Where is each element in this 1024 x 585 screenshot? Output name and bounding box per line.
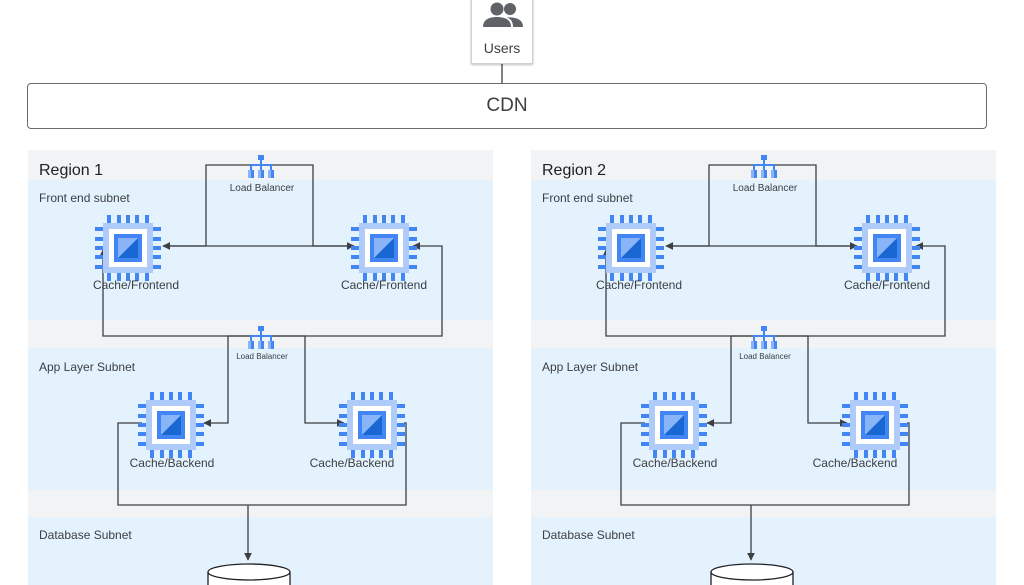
subnet-label-app: App Layer Subnet [39, 360, 136, 374]
compute-engine-icon [641, 392, 707, 458]
cdn-label: CDN [486, 95, 528, 116]
compute-engine-icon [138, 392, 204, 458]
load-balancer-label: Load Balancer [739, 352, 791, 361]
compute-engine-icon [95, 215, 161, 281]
subnet-label-app: App Layer Subnet [542, 360, 639, 374]
users-node: Users [471, 0, 533, 64]
subnet-label-database: Database Subnet [39, 528, 132, 542]
frontend-node-label: Cache/Frontend [843, 278, 931, 292]
compute-engine-icon [854, 215, 920, 281]
compute-engine-icon [339, 392, 405, 458]
subnet-label-database: Database Subnet [542, 528, 635, 542]
users-label: Users [483, 40, 521, 56]
compute-engine-icon [351, 215, 417, 281]
cdn-box: CDN [27, 83, 987, 129]
load-balancer-label: Load Balancer [236, 352, 288, 361]
backend-node-label: Cache/Backend [309, 456, 395, 470]
backend-node-label: Cache/Backend [812, 456, 898, 470]
backend-node-label: Cache/Backend [129, 456, 215, 470]
region-title: Region 2 [542, 162, 607, 179]
compute-engine-icon [842, 392, 908, 458]
frontend-node-label: Cache/Frontend [340, 278, 428, 292]
region-title: Region 1 [39, 162, 104, 179]
users-icon [483, 2, 523, 27]
load-balancer-label: Load Balancer [732, 183, 798, 194]
subnet-label-frontend: Front end subnet [39, 191, 130, 205]
load-balancer-label: Load Balancer [229, 183, 295, 194]
frontend-node-label: Cache/Frontend [92, 278, 180, 292]
backend-node-label: Cache/Backend [632, 456, 718, 470]
frontend-node-label: Cache/Frontend [595, 278, 683, 292]
subnet-label-frontend: Front end subnet [542, 191, 633, 205]
compute-engine-icon [598, 215, 664, 281]
